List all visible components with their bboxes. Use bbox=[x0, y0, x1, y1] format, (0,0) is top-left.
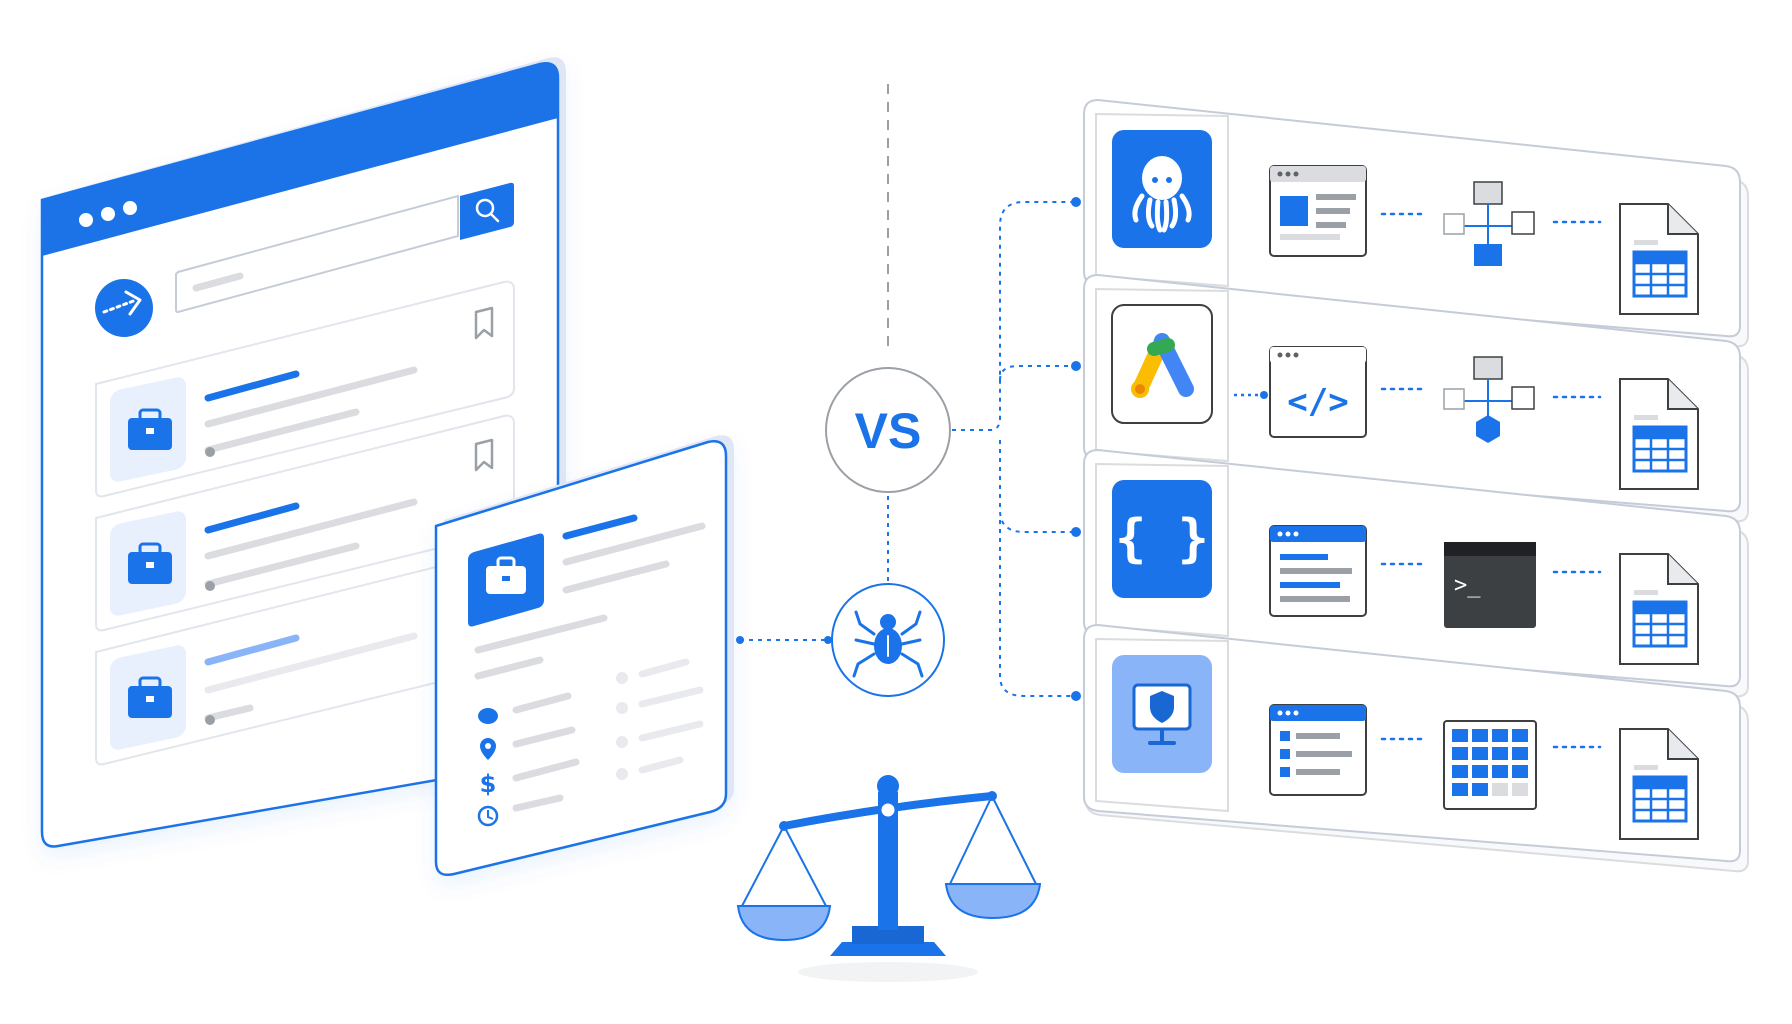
search-input[interactable] bbox=[175, 194, 459, 314]
vs-label: VS bbox=[855, 403, 922, 459]
method-row-secure-browser[interactable] bbox=[1083, 623, 1749, 873]
arrow-logo-icon bbox=[95, 279, 153, 337]
briefcase-icon bbox=[486, 556, 526, 594]
spreadsheet-file-icon bbox=[1619, 203, 1699, 315]
grid-table-icon bbox=[1443, 720, 1537, 810]
code-window-icon: </> bbox=[1269, 346, 1367, 438]
bookmark-icon[interactable] bbox=[474, 438, 494, 472]
svg-text:</>: </> bbox=[1287, 382, 1348, 422]
detail-text-lines bbox=[474, 514, 706, 680]
detail-briefcase-tile bbox=[468, 533, 544, 627]
method-row-scraping-tool[interactable] bbox=[1083, 98, 1749, 348]
search-button[interactable] bbox=[460, 182, 514, 240]
dollar-icon: $ bbox=[480, 770, 497, 798]
job-listing-card[interactable] bbox=[95, 548, 515, 766]
curly-braces-icon: { } bbox=[1112, 480, 1212, 598]
location-pin-icon bbox=[480, 738, 496, 760]
briefcase-icon bbox=[128, 408, 172, 450]
method-row-ads-api[interactable]: </> bbox=[1083, 273, 1749, 523]
method-row-json-api[interactable]: { } >_ bbox=[1083, 448, 1749, 698]
svg-text:{ }: { } bbox=[1115, 509, 1209, 569]
form-window-icon bbox=[1269, 704, 1367, 796]
document-window-icon bbox=[1269, 525, 1367, 617]
briefcase-icon bbox=[128, 542, 172, 584]
briefcase-icon bbox=[128, 676, 172, 718]
bookmark-icon[interactable] bbox=[474, 306, 494, 340]
window-traffic-lights bbox=[79, 201, 137, 227]
center-connectors bbox=[736, 84, 1081, 701]
octopus-icon bbox=[1112, 130, 1212, 248]
hierarchy-icon bbox=[1443, 181, 1535, 266]
vs-badge: VS bbox=[825, 367, 951, 493]
spreadsheet-file-icon bbox=[1619, 378, 1699, 490]
spreadsheet-file-icon bbox=[1619, 728, 1699, 840]
job-listing-card[interactable] bbox=[95, 414, 515, 632]
method-rows: </> { } >_ bbox=[1083, 98, 1749, 873]
search-icon bbox=[475, 198, 500, 223]
spider-bug-badge bbox=[831, 583, 945, 697]
balance-scale-icon bbox=[736, 775, 1042, 982]
google-ads-icon bbox=[1111, 304, 1213, 424]
spreadsheet-file-icon bbox=[1619, 553, 1699, 665]
shield-monitor-icon bbox=[1112, 655, 1212, 773]
terminal-icon: >_ bbox=[1444, 542, 1536, 628]
browser-page-icon bbox=[1269, 165, 1367, 257]
job-listing-card[interactable] bbox=[95, 280, 515, 498]
job-listing-list bbox=[95, 280, 515, 766]
hierarchy-icon bbox=[1443, 356, 1535, 443]
chat-icon bbox=[478, 708, 498, 724]
detail-info-rows: $ bbox=[477, 658, 704, 827]
svg-text:$: $ bbox=[480, 770, 497, 798]
spider-bug-icon bbox=[852, 610, 924, 678]
svg-text:>_: >_ bbox=[1454, 573, 1481, 598]
clock-icon bbox=[477, 805, 499, 827]
